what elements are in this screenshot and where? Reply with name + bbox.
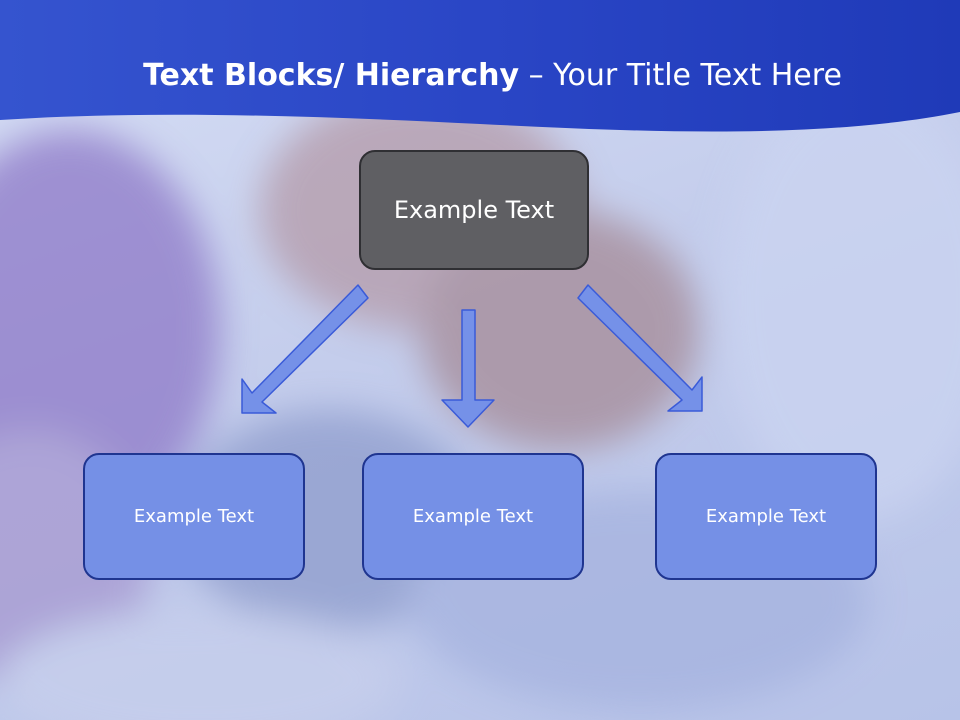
title-bold: Text Blocks/ Hierarchy [143, 58, 520, 93]
child-node-2: Example Text [362, 453, 584, 580]
slide-title: Text Blocks/ Hierarchy – Your Title Text… [0, 52, 960, 100]
top-node-label: Example Text [393, 196, 555, 224]
child-node-1: Example Text [83, 453, 305, 580]
top-node: Example Text [359, 150, 589, 270]
arrow-left [241, 284, 369, 414]
child-node-label: Example Text [705, 506, 827, 527]
arrow-middle [441, 309, 495, 428]
header-band [0, 0, 960, 132]
child-node-label: Example Text [133, 506, 255, 527]
arrow-right [577, 284, 703, 412]
title-rest: – Your Title Text Here [519, 58, 842, 93]
child-node-label: Example Text [412, 506, 534, 527]
child-node-3: Example Text [655, 453, 877, 580]
